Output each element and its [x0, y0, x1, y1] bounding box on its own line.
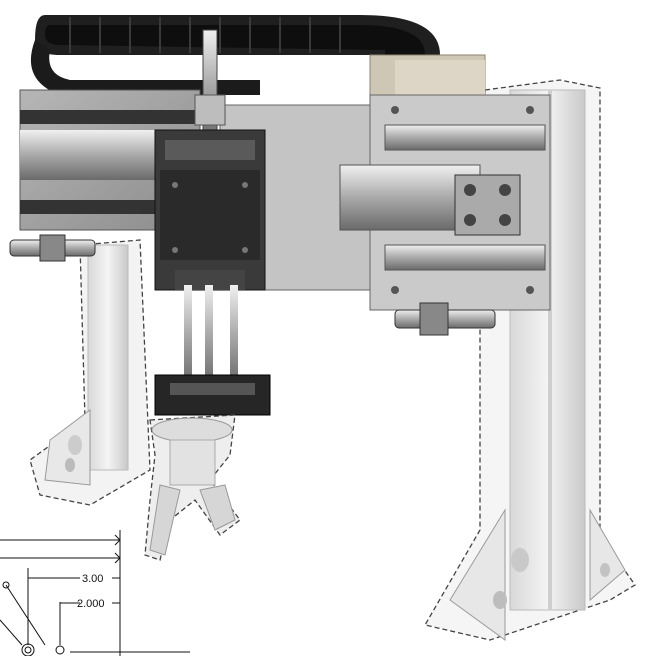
- gripper: [144, 414, 241, 561]
- z-carriage: [154, 129, 266, 291]
- dimension-label-2: 2.000: [77, 598, 105, 610]
- z-rods: [184, 285, 238, 385]
- left-shock: [9, 234, 96, 262]
- dimension-drawing: [0, 530, 190, 657]
- right-shock: [394, 302, 496, 336]
- dimension-label-3: 3.00: [82, 573, 103, 585]
- left-column: [29, 239, 151, 506]
